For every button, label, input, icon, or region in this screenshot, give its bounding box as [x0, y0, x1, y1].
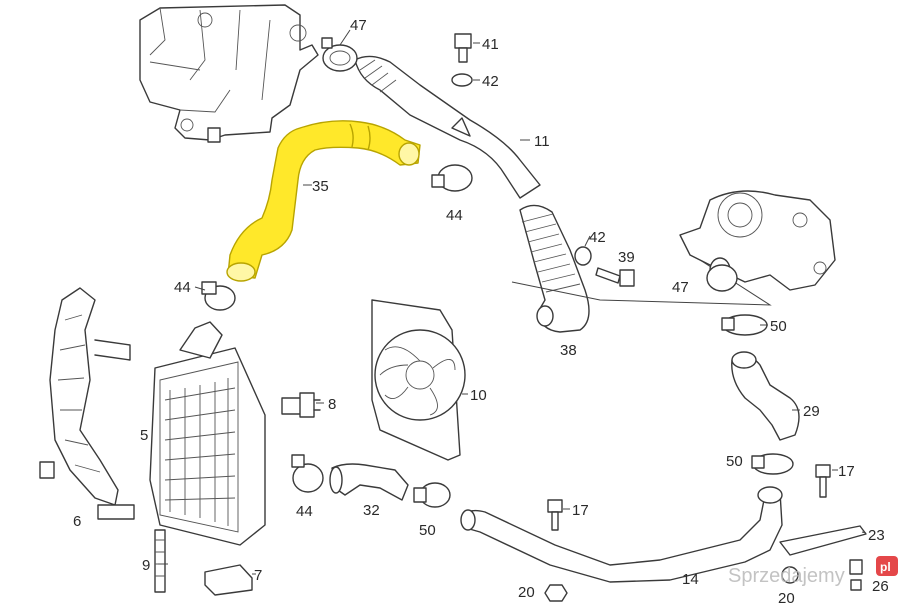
sensor-8 — [281, 392, 321, 418]
bolt-17-right — [815, 464, 831, 498]
watermark: Sprzedajemy pl — [728, 556, 898, 587]
label-11: 11 — [534, 133, 550, 150]
label-32: 32 — [363, 502, 380, 519]
pipe-14 — [460, 486, 783, 583]
label-47-right: 47 — [672, 279, 689, 296]
label-6: 6 — [73, 513, 81, 530]
label-50-bottom: 50 — [419, 522, 436, 539]
label-17-right: 17 — [838, 463, 855, 480]
label-29: 29 — [803, 403, 820, 420]
label-35: 35 — [312, 178, 329, 195]
label-20-right: 20 — [778, 590, 795, 607]
callout-labels: 47 41 42 11 35 44 42 39 47 44 50 38 8 10… — [73, 17, 889, 607]
label-14: 14 — [682, 571, 699, 588]
turbocharger — [679, 190, 836, 291]
watermark-badge — [876, 556, 898, 576]
clamp-47-right — [706, 264, 738, 292]
clamp-47-top — [321, 37, 358, 72]
hose-38-corrugated — [519, 204, 590, 333]
label-39: 39 — [618, 249, 635, 266]
clip-9 — [154, 529, 166, 593]
label-41: 41 — [482, 36, 499, 53]
label-47-top: 47 — [350, 17, 367, 34]
label-9: 9 — [142, 557, 150, 574]
clamp-50-bottom — [413, 482, 451, 508]
bolt-39 — [595, 267, 635, 287]
label-8: 8 — [328, 396, 336, 413]
label-50-top: 50 — [770, 318, 787, 335]
label-42-top: 42 — [482, 73, 499, 90]
label-20-mid: 20 — [518, 584, 535, 601]
label-38: 38 — [560, 342, 577, 359]
watermark-text: Sprzedajemy — [728, 565, 845, 587]
engine-block — [139, 4, 319, 143]
washer-42-mid — [574, 246, 592, 266]
nut-20-right — [781, 566, 799, 584]
hose-29 — [731, 351, 800, 441]
label-17-mid: 17 — [572, 502, 589, 519]
nut-20-mid — [544, 584, 568, 602]
label-44-top: 44 — [446, 207, 463, 224]
hose-35-end-bottom — [226, 262, 256, 282]
clamp-44-left — [201, 281, 236, 311]
label-10: 10 — [470, 387, 487, 404]
clamp-44-top — [431, 164, 473, 192]
bracket-6 — [39, 287, 135, 520]
watermark-suffix: pl — [880, 560, 891, 574]
bolt-41 — [454, 33, 472, 63]
hose-35-body — [227, 120, 421, 279]
label-5: 5 — [140, 427, 148, 444]
leader-lines — [158, 29, 867, 575]
label-44-left: 44 — [174, 279, 191, 296]
label-42-mid: 42 — [589, 229, 606, 246]
hose-32 — [329, 463, 409, 501]
fan-shroud-10 — [371, 299, 466, 461]
hose-35-end-top — [398, 142, 420, 166]
bolt-17-mid — [547, 499, 563, 531]
label-50-right: 50 — [726, 453, 743, 470]
clamp-50-right — [751, 453, 794, 475]
intercooler-5 — [149, 321, 266, 546]
bracket-23 — [779, 525, 867, 556]
label-26: 26 — [872, 578, 889, 595]
bracket-7 — [204, 564, 253, 596]
nut-26 — [849, 559, 863, 591]
label-7: 7 — [254, 567, 262, 584]
label-23: 23 — [868, 527, 885, 544]
label-44-bottom: 44 — [296, 503, 313, 520]
washer-42-top — [451, 73, 473, 87]
hose-35-highlighted — [226, 120, 421, 282]
clamp-44-bottom — [291, 454, 324, 493]
pipe-11 — [354, 55, 541, 199]
